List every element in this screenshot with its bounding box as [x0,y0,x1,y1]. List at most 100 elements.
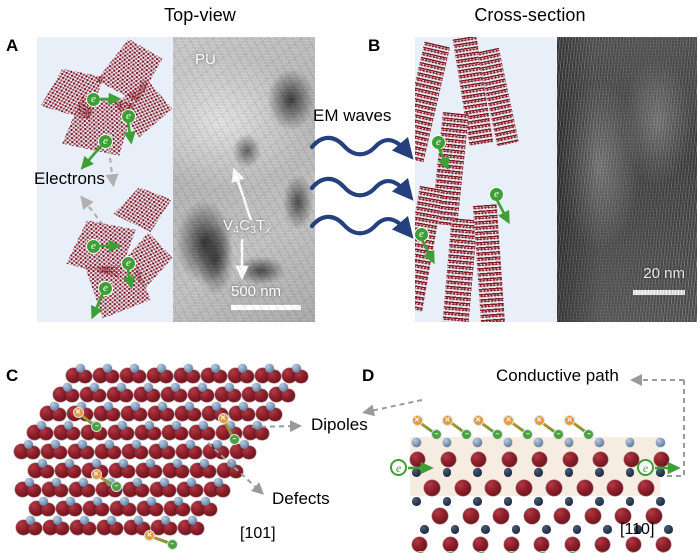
vanadium-atom [242,445,256,459]
dipole-pair: ✕– [72,406,103,433]
vanadium-atom [442,537,458,552]
carbon-atom [23,439,33,449]
vanadium-atom [82,521,96,535]
carbon-atom [92,496,102,506]
carbon-atom [51,477,61,487]
electron-arrow [420,239,435,265]
carbon-atom [212,439,222,449]
vanadium-atom [473,537,488,552]
carbon-atom [76,401,86,411]
material-label-v: V [223,217,234,234]
vanadium-atom [109,521,123,535]
carbon-atom [625,497,634,506]
carbon-atom [412,497,421,506]
vanadium-atom [424,480,440,496]
vanadium-atom [229,464,243,478]
carbon-atom [656,497,665,506]
dipole-positive-charge: ✕ [217,412,229,424]
vanadium-atom [67,464,81,478]
vanadium-atom [134,445,148,459]
carbon-atom [564,468,573,477]
carbon-atom [664,525,673,534]
carbon-atom [173,496,183,506]
carbon-atom [79,515,89,525]
dipole-positive-charge: ✕ [503,414,514,426]
vanadium-atom [80,445,94,459]
dipole-negative-charge: – [522,428,534,440]
carbon-atom [625,438,634,447]
carbon-atom [225,420,235,430]
carbon-atom [542,525,551,534]
vanadium-atom [146,388,160,402]
dipole-positive-charge: ✕ [533,414,545,426]
vanadium-atom [562,452,578,467]
vanadium-atom [576,480,593,496]
electron-marker: e [98,281,113,296]
dipole-pair: ✕– [564,414,595,440]
direction-label-c: [101] [240,525,276,542]
vanadium-atom [593,452,608,467]
carbon-atom [64,458,74,468]
carbon-atom [412,438,421,447]
material-pointer-arrow-down [235,239,249,280]
carbon-atom [156,363,166,373]
defects-label: Defects [272,489,330,508]
carbon-atom [130,401,140,411]
vanadium-atom [501,452,517,467]
carbon-atom [603,525,612,534]
scalebar-text-a: 500 nm [231,283,282,300]
electron-out-marker: e [637,459,654,476]
carbon-atom [133,515,143,525]
vanadium-atom [645,508,662,524]
carbon-atom [117,420,127,430]
carbon-atom [103,401,113,411]
electron-arrow [123,121,136,145]
vanadium-atom [95,502,109,516]
carbon-atom [197,382,207,392]
panel-a-tem-image: PU V4C3Tx 500 nm [173,37,315,322]
panel-letter-a: A [6,36,19,55]
vanadium-atom [532,452,547,467]
vanadium-atom [654,452,669,467]
vanadium-atom [637,480,654,496]
electron-leader-line [105,148,119,188]
carbon-atom [160,515,170,525]
vanadium-atom [215,445,229,459]
dipole-negative-charge: – [91,421,103,433]
vanadium-atom [595,537,610,552]
carbon-atom [158,439,168,449]
vanadium-atom [105,369,119,383]
dipole-pair: ✕– [90,468,122,493]
dipole-pair: ✕– [217,412,240,445]
vanadium-atom [202,464,216,478]
vanadium-atom [81,483,95,497]
carbon-atom [50,439,60,449]
electron-arrow [123,268,136,290]
carbon-atom [595,497,604,506]
carbon-atom [102,363,112,373]
vanadium-atom [120,426,134,440]
carbon-atom [183,363,193,373]
carbon-atom [572,525,581,534]
material-label: V4C3Tx [223,217,271,236]
carbon-atom [534,497,543,506]
carbon-atom [264,363,274,373]
vanadium-atom [107,445,121,459]
material-label-c-sub: 3 [250,224,257,236]
carbon-atom [186,477,196,487]
vanadium-atom [255,426,269,440]
vanadium-atom [564,537,580,552]
dipole-positive-charge: ✕ [411,414,423,426]
vanadium-atom [55,521,69,535]
carbon-atom [656,468,665,477]
vanadium-atom [160,407,174,421]
carbon-atom [36,420,46,430]
carbon-atom [239,439,249,449]
carbon-atom [75,363,85,373]
carbon-atom [199,458,209,468]
vanadium-atom [584,508,601,524]
em-wave-arrow [309,135,414,160]
carbon-atom [564,438,573,447]
panel-letter-d: D [362,366,375,385]
dipole-positive-charge: ✕ [90,468,102,480]
